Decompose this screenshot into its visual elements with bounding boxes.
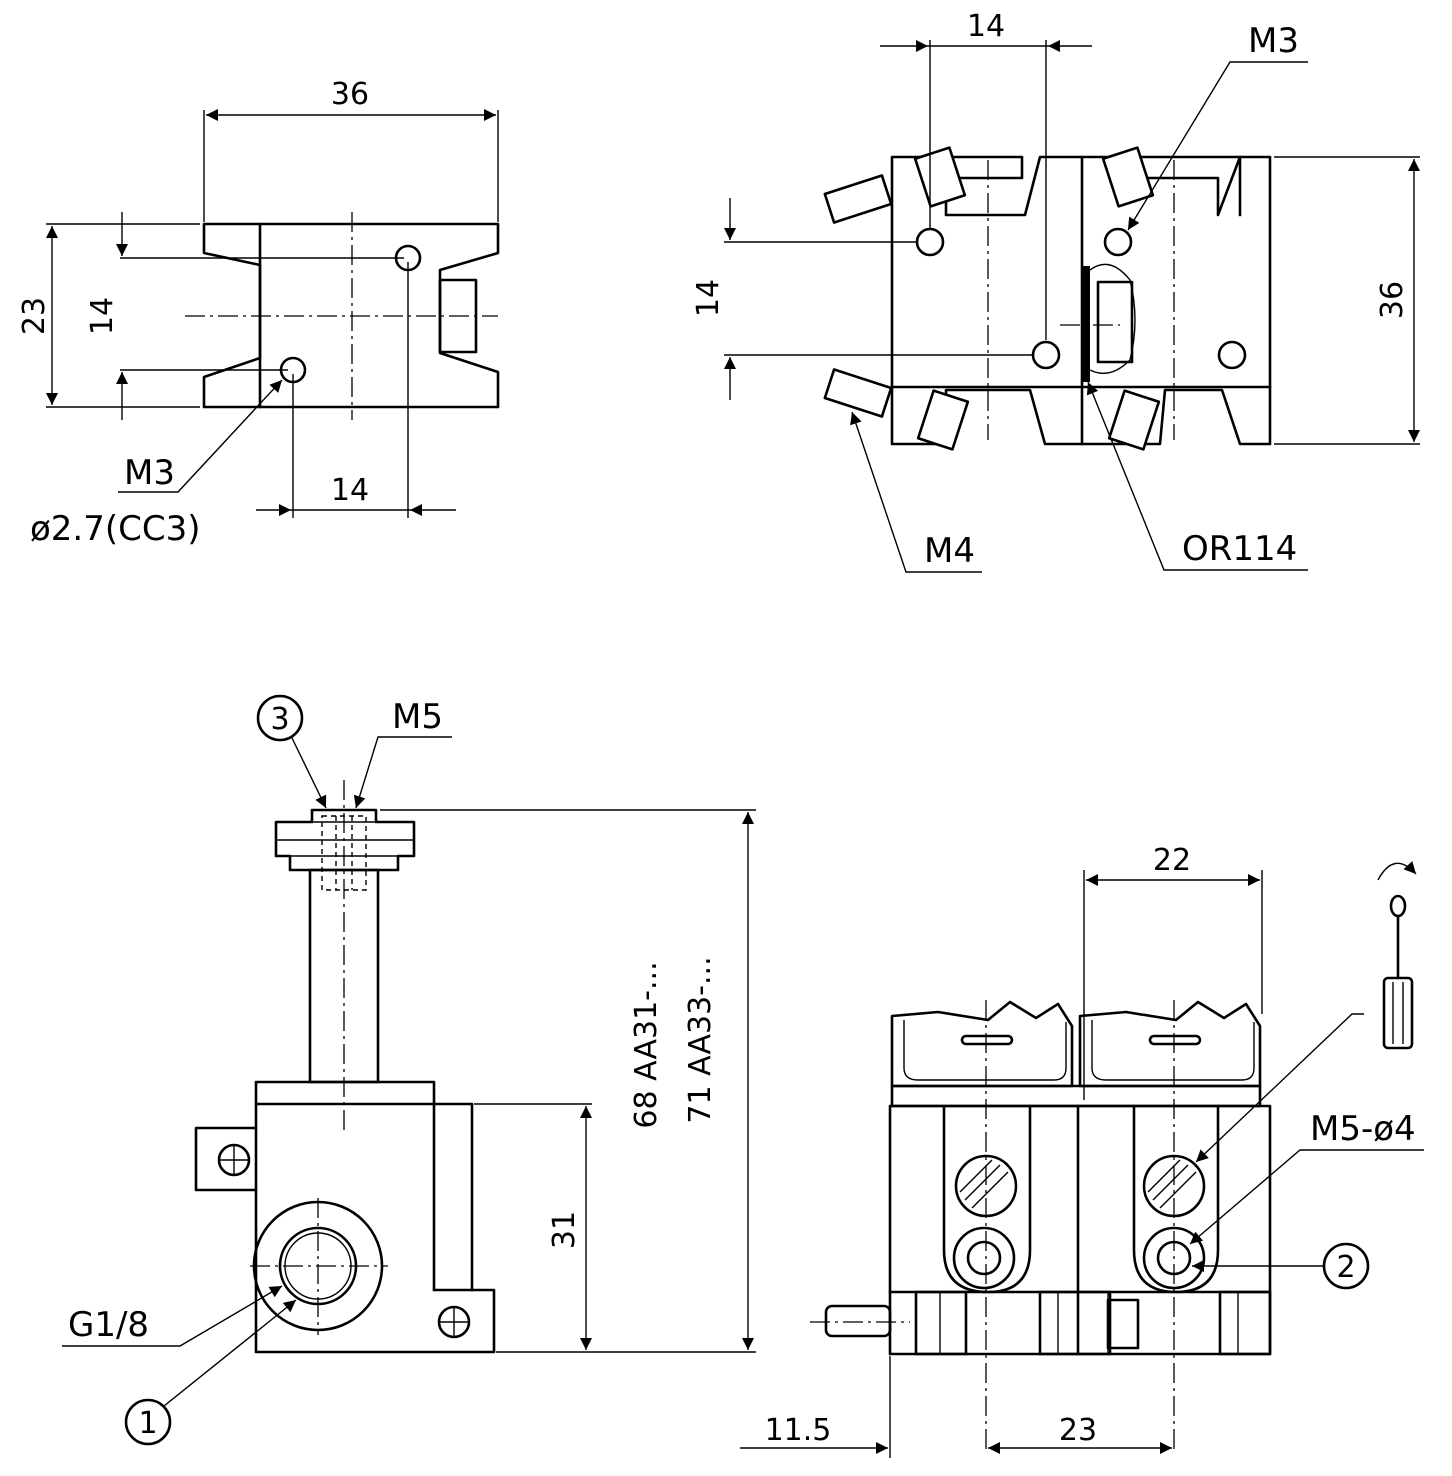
callout-1: 1 xyxy=(138,1406,157,1441)
dim-body-height-31: 31 xyxy=(547,1211,582,1249)
thread-label-m3: M3 xyxy=(124,453,175,493)
view-top-right: 14 14 36 M3 M4 OR114 xyxy=(691,9,1420,573)
dim-height-14-right: 14 xyxy=(691,279,726,317)
view-bottom-right: 22 M5-ø4 2 11.5 23 xyxy=(740,843,1424,1458)
port-label-g18: G1/8 xyxy=(68,1305,149,1345)
port-label-m5-4: M5-ø4 xyxy=(1310,1109,1416,1149)
dim-hole-spacing-14: 14 xyxy=(331,473,369,508)
dim-depth-36: 36 xyxy=(1375,281,1410,319)
dim-total-aa31: 68 AA31-... xyxy=(629,961,664,1128)
dim-offset-11-5: 11.5 xyxy=(765,1413,832,1448)
view-top-left: 36 23 14 14 M3 ø2.7(CC3) xyxy=(17,77,500,549)
dim-width-36: 36 xyxy=(331,77,369,112)
drill-label: ø2.7(CC3) xyxy=(30,509,201,549)
callout-3: 3 xyxy=(270,702,289,737)
thread-label-m4: M4 xyxy=(924,531,975,571)
dim-coil-pitch-22: 22 xyxy=(1153,843,1191,878)
dim-height-23: 23 xyxy=(17,297,52,335)
oring-label: OR114 xyxy=(1182,529,1297,569)
dim-base-pitch-23: 23 xyxy=(1059,1413,1097,1448)
callout-2: 2 xyxy=(1336,1250,1355,1285)
thread-label-m3-top: M3 xyxy=(1248,21,1299,61)
dim-total-aa33: 71 AA33-... xyxy=(683,956,718,1123)
thread-label-m5: M5 xyxy=(392,697,443,737)
view-bottom-left: 3 M5 68 AA31-... 71 AA33-... 31 G1/8 1 xyxy=(62,694,756,1446)
dim-spacing-14: 14 xyxy=(967,9,1005,44)
screwdriver-icon xyxy=(1377,861,1417,1050)
dim-height-14: 14 xyxy=(85,297,120,335)
